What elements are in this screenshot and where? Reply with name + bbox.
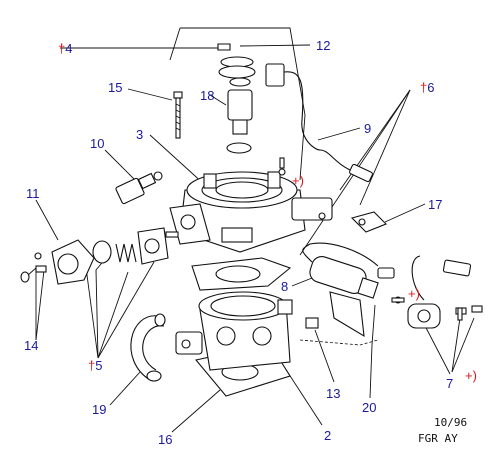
leader-5-a xyxy=(95,257,107,359)
injector-stack xyxy=(217,43,256,154)
leader-6-c xyxy=(359,89,411,206)
dagger-marker-5: † xyxy=(88,358,95,373)
leader-7 xyxy=(421,319,451,375)
leader-14-b xyxy=(35,269,45,341)
leader-11 xyxy=(35,199,59,241)
callout-20: 20 xyxy=(362,400,376,415)
leader-8 xyxy=(291,277,313,287)
plus-marker-c: +) xyxy=(465,368,477,383)
leader-plus-b xyxy=(451,317,475,373)
callout-19: 19 xyxy=(92,402,106,417)
hose-19 xyxy=(130,313,166,382)
boundary-left xyxy=(169,27,181,61)
ring xyxy=(229,77,251,87)
callout-13: 13 xyxy=(326,386,340,401)
nut-13 xyxy=(305,317,319,329)
screw-14a xyxy=(34,252,42,260)
leader-16 xyxy=(171,389,221,433)
screw-14b xyxy=(35,265,47,273)
screw-15 xyxy=(173,91,183,139)
injector-18 xyxy=(227,89,253,121)
callout-5: †5 xyxy=(88,358,102,373)
leader-plus-a xyxy=(451,317,461,373)
callout-7: 7 xyxy=(446,376,453,391)
callout-8: 8 xyxy=(281,279,288,294)
callout-14: 14 xyxy=(24,338,38,353)
callout-6: †6 xyxy=(420,80,434,95)
plus-marker-b: +) xyxy=(408,286,420,301)
leader-5-c xyxy=(97,261,155,359)
bracket-20 xyxy=(329,291,365,338)
callouts: 12 15 18 9 3 10 11 17 8 14 19 16 2 13 20… xyxy=(24,38,477,447)
callout-17: 17 xyxy=(428,197,442,212)
callout-4-number: 4 xyxy=(65,41,72,56)
leader-15 xyxy=(127,88,173,101)
plus-marker-a: +) xyxy=(292,173,304,188)
screw-5 xyxy=(165,231,179,238)
leader-13 xyxy=(314,329,335,383)
leader-18 xyxy=(209,94,227,106)
o-ring xyxy=(226,142,252,154)
callout-2: 2 xyxy=(324,428,331,443)
callout-5-number: 5 xyxy=(95,358,102,373)
callout-18: 18 xyxy=(200,88,214,103)
boundary-box-top xyxy=(180,27,306,181)
leader-12 xyxy=(239,44,311,47)
diaphragm xyxy=(92,240,112,264)
dagger-marker-4: † xyxy=(58,41,65,56)
motor-8 xyxy=(302,242,402,338)
seal xyxy=(218,65,256,79)
leader-9 xyxy=(317,127,361,141)
sensor-10 xyxy=(115,171,163,205)
leader-10 xyxy=(104,149,136,181)
idle-actuator xyxy=(20,227,179,285)
leader-3 xyxy=(149,134,206,186)
leader-17 xyxy=(384,203,426,223)
callout-9: 9 xyxy=(364,121,371,136)
dagger-marker-6: † xyxy=(420,80,427,95)
leader-lines xyxy=(27,27,475,433)
callout-10: 10 xyxy=(90,136,104,151)
injector-body xyxy=(232,119,248,135)
lower-body xyxy=(175,291,319,397)
screw-4 xyxy=(217,43,231,51)
gasket xyxy=(191,257,292,291)
ball-14 xyxy=(20,271,30,283)
callout-12: 12 xyxy=(316,38,330,53)
dashed-link xyxy=(299,339,379,346)
leader-5-b xyxy=(97,271,129,359)
leader-20 xyxy=(369,304,376,399)
footer-date: 10/96 xyxy=(434,416,467,429)
leader-5-d xyxy=(84,259,99,359)
callout-16: 16 xyxy=(158,432,172,447)
callout-15: 15 xyxy=(108,80,122,95)
callout-11: 11 xyxy=(26,186,40,201)
callout-3: 3 xyxy=(136,127,143,142)
sensor-9 xyxy=(265,63,373,183)
spring xyxy=(115,243,137,263)
callout-6-number: 6 xyxy=(427,80,434,95)
connector xyxy=(377,267,395,279)
clip-17 xyxy=(350,211,387,233)
screws xyxy=(279,157,463,321)
upper-body-3 xyxy=(169,168,333,253)
callout-4: †4 xyxy=(58,41,72,56)
leader-19 xyxy=(109,371,141,406)
footer-code: FGR AY xyxy=(418,432,458,445)
